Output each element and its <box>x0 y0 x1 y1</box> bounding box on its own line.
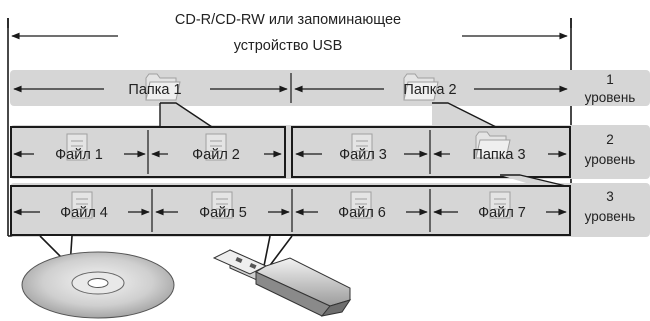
diagram-title-line1: CD-R/CD-RW или запоминающее <box>175 12 401 28</box>
file-icon <box>351 133 373 161</box>
row1-label-folder2: Папка 2 <box>403 82 456 98</box>
level-3-word: уровень <box>585 209 636 224</box>
disc-icon <box>21 251 175 319</box>
file-icon <box>489 191 511 219</box>
file-icon <box>71 191 93 219</box>
level-3-number: 3 <box>606 189 614 204</box>
file-icon <box>66 133 88 161</box>
row3-label-file4: Файл 4 <box>60 205 108 221</box>
row2-label-file1: Файл 1 <box>55 147 103 163</box>
connector-folder1 <box>159 102 213 128</box>
level-2-number: 2 <box>606 132 614 147</box>
row3-label-file5: Файл 5 <box>199 205 247 221</box>
folder-icon <box>145 73 181 101</box>
folder-icon <box>475 131 511 159</box>
level-2-group-right <box>291 126 571 178</box>
file-icon <box>350 191 372 219</box>
level-1-band <box>10 70 650 106</box>
connector-folder2 <box>432 102 497 128</box>
usb-drive-icon <box>212 249 352 317</box>
level-1-word: уровень <box>585 90 636 105</box>
folder-icon <box>403 73 439 101</box>
row3-label-file6: Файл 6 <box>338 205 386 221</box>
file-icon <box>211 191 233 219</box>
row2-label-file2: Файл 2 <box>192 147 240 163</box>
row2-label-folder3: Папка 3 <box>472 147 525 163</box>
row3-label-file7: Файл 7 <box>478 205 526 221</box>
level-2-word: уровень <box>585 152 636 167</box>
level-2-band <box>10 125 650 179</box>
level-1-number: 1 <box>606 72 614 87</box>
row1-label-folder1: Папка 1 <box>128 82 181 98</box>
diagram-title-line2: устройство USB <box>234 38 343 54</box>
level-3-group <box>10 185 571 236</box>
row2-label-file3: Файл 3 <box>339 147 387 163</box>
file-icon <box>205 133 227 161</box>
level-2-group-left <box>10 126 286 178</box>
